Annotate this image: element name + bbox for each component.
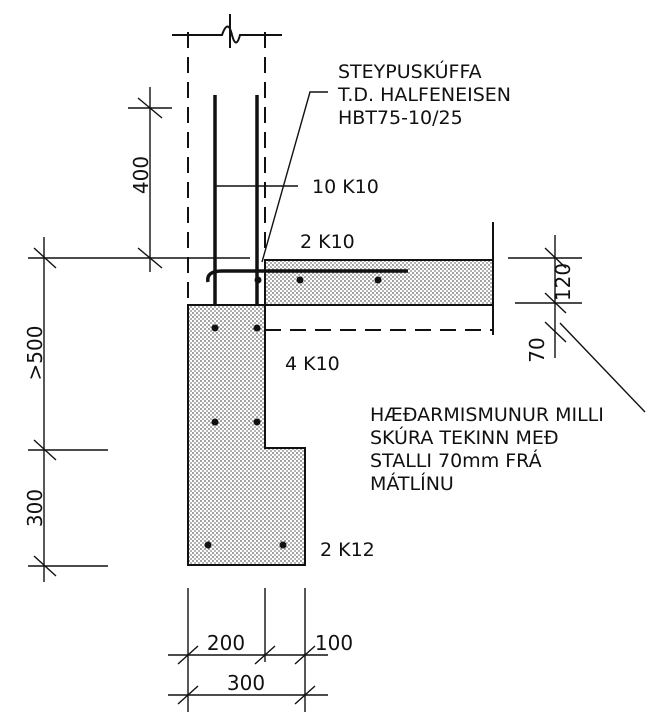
- floor-slab: [264, 222, 494, 335]
- footing-concrete: [187, 304, 306, 566]
- rebar-slab-label: 2 K10: [300, 231, 355, 253]
- leader-lines: [214, 91, 646, 413]
- note-line3: STALLI 70mm FRÁ: [370, 449, 542, 472]
- left-dimension-chain: [28, 87, 250, 582]
- slab-hook-bar: [206, 269, 408, 283]
- dim-left-middle: >500: [23, 326, 47, 381]
- dim-bottom-total: 300: [227, 671, 265, 695]
- note-line4: MÁTLÍNU: [370, 472, 454, 495]
- bottom-dimension-chain: [168, 588, 328, 712]
- right-dimension-chain: [508, 235, 582, 358]
- dim-left-upper: 400: [129, 156, 153, 194]
- coupler-label-line1: STEYPUSKÚFFA: [338, 59, 482, 83]
- note-line2: SKÚRA TEKINN MEÐ: [370, 425, 559, 449]
- dim-bottom-right: 100: [315, 631, 353, 655]
- rebar-footing-bottom-label: 2 K12: [320, 539, 375, 561]
- rebar-dots: [204, 276, 382, 549]
- upper-wall-outline: [172, 14, 282, 305]
- note-line1: HÆÐARMISMUNUR MILLI: [370, 404, 604, 426]
- dim-left-lower: 300: [23, 489, 47, 527]
- dim-right-slab: 120: [551, 263, 575, 301]
- coupler-label-line2: T.D. HALFENEISEN: [337, 84, 511, 106]
- dim-bottom-left: 200: [207, 631, 245, 655]
- annotations: STEYPUSKÚFFA T.D. HALFENEISEN HBT75-10/2…: [285, 59, 604, 561]
- dim-right-step: 70: [525, 337, 549, 362]
- coupler-label-line3: HBT75-10/25: [338, 107, 463, 129]
- rebar-vertical-label: 10 K10: [312, 176, 379, 198]
- rebar-footing-upper-label: 4 K10: [285, 353, 340, 375]
- dimension-values: 400 >500 300 120 70 200 100 300: [23, 156, 575, 695]
